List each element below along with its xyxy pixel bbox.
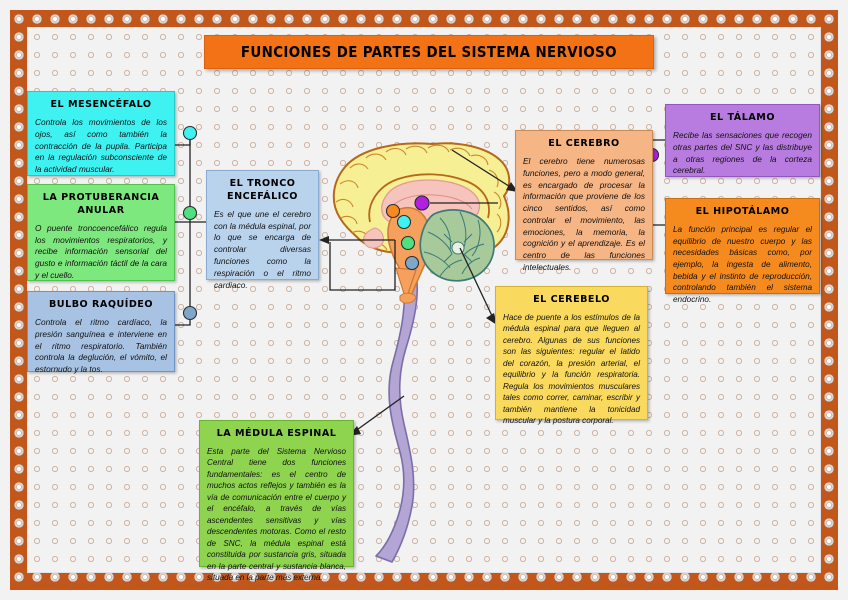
arrowhead-tronco: [319, 236, 329, 244]
info-box-talamo: EL TÁLAMO Recibe las sensaciones que rec…: [665, 104, 820, 177]
info-box-heading: EL MESENCÉFALO: [50, 99, 152, 110]
info-box-heading: EL TRONCO ENCEFÁLICO: [227, 178, 298, 202]
connector-bulbo: [175, 313, 191, 326]
brain-dot-bulbo: [404, 255, 420, 271]
info-box-cerebro: EL CEREBRO El cerebro tiene numerosas fu…: [515, 130, 653, 272]
brain-dot-talamo: [414, 195, 430, 211]
connector-cerebelo: [459, 247, 494, 319]
spinal-cord-shape: [375, 269, 419, 563]
info-box-heading: BULBO RAQUÍDEO: [48, 299, 154, 310]
marker-dot-bulbo: [182, 305, 198, 321]
cerebrum-inner-ring: [368, 173, 490, 223]
brain-dot-mesencefalo: [396, 214, 412, 230]
info-box-body: Esta parte del Sistema Nervioso Central …: [207, 446, 346, 583]
info-box-body: Hace de puente a los estímulos de la méd…: [503, 312, 640, 426]
brain-dot-protuberancia: [400, 235, 416, 251]
info-box-cerebelo: EL CEREBELO Hace de puente a los estímul…: [495, 286, 648, 425]
info-box-body: El cerebro tiene numerosas funciones, pe…: [523, 155, 645, 272]
info-box-heading: LA PROTUBERANCIA ANULAR: [42, 192, 160, 216]
cord-top-tip: [399, 292, 417, 304]
marker-dot-mesencefalo: [182, 125, 198, 141]
info-box-protuberancia-anular: LA PROTUBERANCIA ANULAR O puente troncoe…: [27, 184, 175, 281]
corpus-callosum-shape: [381, 179, 481, 232]
info-box-body: La función principal es regular el equil…: [673, 224, 812, 304]
info-box-medula-espinal: LA MÉDULA ESPINAL Esta parte del Sistema…: [199, 420, 354, 582]
info-box-body: Recibe las sensaciones que recogen otras…: [673, 129, 812, 176]
cerebrum-shape: [332, 142, 511, 256]
info-box-heading: EL HIPOTÁLAMO: [695, 206, 790, 217]
info-box-body: O puente troncoencefálico regula los mov…: [35, 222, 167, 280]
info-box-heading: EL TÁLAMO: [710, 112, 775, 123]
cerebellum-folia: [423, 211, 485, 277]
info-box-hipotalamo: EL HIPOTÁLAMO La función principal es re…: [665, 198, 820, 304]
info-box-heading: EL CEREBRO: [548, 138, 620, 149]
poster-title-bar: FUNCIONES DE PARTES DEL SISTEMA NERVIOSO: [204, 35, 654, 69]
connector-medula: [353, 395, 405, 433]
info-box-mesencefalo: EL MESENCÉFALO Controla los movimientos …: [27, 91, 175, 176]
info-box-heading: EL CEREBELO: [533, 294, 610, 305]
marker-dot-protuberancia: [182, 205, 198, 221]
info-box-heading: LA MÉDULA ESPINAL: [216, 428, 337, 439]
info-box-tronco-encefalico: EL TRONCO ENCEFÁLICO Es el que une el ce…: [206, 170, 319, 290]
info-box-body: Controla los movimientos de los ojos, as…: [35, 116, 167, 175]
cerebellum-shape: [419, 209, 495, 282]
cerebrum-gyri: [335, 144, 502, 264]
pituitary-shape: [363, 227, 384, 249]
info-box-body: Controla el ritmo cardíaco, la presión s…: [35, 316, 167, 375]
brainstem-shape: [387, 206, 431, 301]
connector-cerebro: [451, 149, 513, 189]
connector-tronco-to-brain: [329, 240, 396, 291]
corpus-callosum-line: [391, 194, 473, 210]
brain-dot-hipotalamo: [385, 203, 401, 219]
brainstem-lower-shape: [395, 267, 417, 303]
info-box-body: Es el que une el cerebro con la médula e…: [214, 208, 311, 290]
info-box-bulbo-raquideo: BULBO RAQUÍDEO Controla el ritmo cardíac…: [27, 291, 175, 374]
connector-mesencefalo: [175, 133, 191, 146]
page-title: FUNCIONES DE PARTES DEL SISTEMA NERVIOSO: [240, 43, 618, 61]
